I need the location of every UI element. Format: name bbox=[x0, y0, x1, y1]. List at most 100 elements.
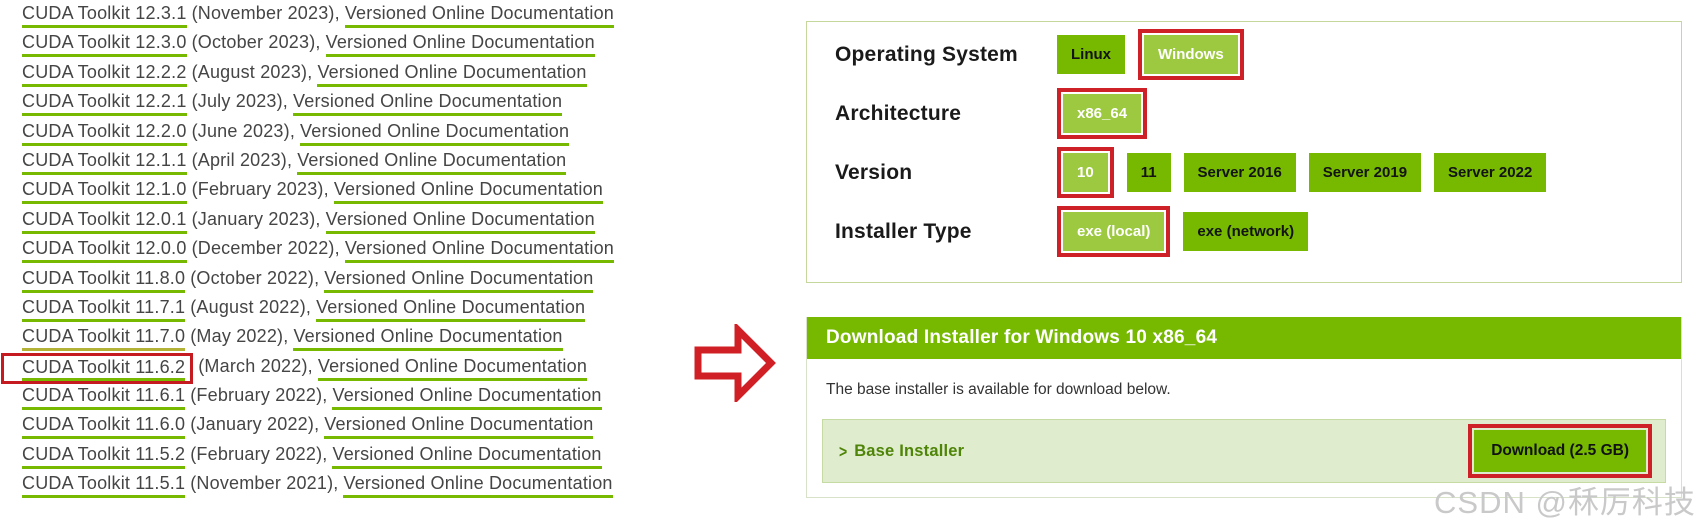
cuda-toolkit-link-cuda-toolkit-11-5-1[interactable]: CUDA Toolkit 11.5.1 bbox=[22, 473, 186, 499]
option-server-2019[interactable]: Server 2019 bbox=[1308, 153, 1422, 192]
selector-label: Architecture bbox=[835, 101, 962, 125]
cuda-toolkit-link-cuda-toolkit-11-7-0[interactable]: CUDA Toolkit 11.7.0 bbox=[22, 326, 186, 352]
list-item: CUDA Toolkit 11.5.2(February 2022),Versi… bbox=[22, 444, 614, 473]
cuda-toolkit-link-cuda-toolkit-12-3-0[interactable]: CUDA Toolkit 12.3.0 bbox=[22, 32, 187, 58]
option-exe-local[interactable]: exe (local) bbox=[1063, 212, 1165, 251]
option-x86-64[interactable]: x86_64 bbox=[1063, 94, 1142, 133]
release-date: (March 2022), bbox=[198, 355, 313, 376]
base-installer-accordion[interactable]: > Base Installer Download (2.5 GB) bbox=[822, 419, 1666, 483]
option-windows[interactable]: Windows bbox=[1144, 35, 1238, 74]
versioned-docs-link[interactable]: Versioned Online Documentation bbox=[316, 297, 586, 322]
versioned-docs-link[interactable]: Versioned Online Documentation bbox=[293, 91, 563, 117]
red-arrow-icon bbox=[694, 324, 776, 402]
cuda-toolkit-link-cuda-toolkit-11-7-1[interactable]: CUDA Toolkit 11.7.1 bbox=[22, 297, 186, 322]
selector-options: exe (local) exe (network) bbox=[1057, 206, 1309, 257]
release-date: (July 2023), bbox=[191, 91, 289, 112]
release-date: (February 2023), bbox=[191, 179, 329, 200]
release-date: (November 2021), bbox=[190, 473, 339, 494]
list-item: CUDA Toolkit 11.7.1(August 2022),Version… bbox=[22, 297, 614, 326]
cuda-toolkit-link-cuda-toolkit-12-2-2[interactable]: CUDA Toolkit 12.2.2 bbox=[22, 62, 187, 87]
versioned-docs-link[interactable]: Versioned Online Documentation bbox=[317, 62, 587, 87]
option-server-2016[interactable]: Server 2016 bbox=[1183, 153, 1296, 192]
cuda-toolkit-link-cuda-toolkit-12-3-1[interactable]: CUDA Toolkit 12.3.1 bbox=[22, 3, 187, 28]
versioned-docs-link[interactable]: Versioned Online Documentation bbox=[325, 209, 595, 234]
release-date: (February 2022), bbox=[190, 385, 328, 406]
list-item: CUDA Toolkit 12.3.1(November 2023),Versi… bbox=[22, 3, 614, 32]
selector-label: Operating System bbox=[835, 42, 1018, 66]
versioned-docs-link[interactable]: Versioned Online Documentation bbox=[300, 121, 570, 146]
list-item: CUDA Toolkit 11.6.0(January 2022),Versio… bbox=[22, 414, 614, 443]
highlight-box: Download (2.5 GB) bbox=[1468, 424, 1652, 478]
versioned-docs-link[interactable]: Versioned Online Documentation bbox=[297, 150, 567, 175]
base-installer-row[interactable]: > Base Installer bbox=[839, 441, 965, 461]
cuda-toolkit-link-cuda-toolkit-11-6-1[interactable]: CUDA Toolkit 11.6.1 bbox=[22, 385, 186, 411]
selector-label: Installer Type bbox=[835, 219, 972, 243]
cuda-toolkit-link-cuda-toolkit-12-1-1[interactable]: CUDA Toolkit 12.1.1 bbox=[22, 150, 187, 175]
download-button[interactable]: Download (2.5 GB) bbox=[1474, 430, 1646, 472]
versioned-docs-link[interactable]: Versioned Online Documentation bbox=[332, 385, 602, 411]
option-server-2022[interactable]: Server 2022 bbox=[1434, 153, 1547, 192]
versioned-docs-link[interactable]: Versioned Online Documentation bbox=[293, 326, 563, 352]
cuda-toolkit-link-cuda-toolkit-12-0-1[interactable]: CUDA Toolkit 12.0.1 bbox=[22, 209, 187, 234]
list-item: CUDA Toolkit 11.5.1(November 2021),Versi… bbox=[22, 473, 614, 502]
selector-options: Linux Windows bbox=[1057, 29, 1244, 80]
cuda-toolkit-link-cuda-toolkit-11-6-0[interactable]: CUDA Toolkit 11.6.0 bbox=[22, 414, 186, 440]
release-date: (October 2023), bbox=[191, 32, 321, 53]
cuda-toolkit-link-cuda-toolkit-11-5-2[interactable]: CUDA Toolkit 11.5.2 bbox=[22, 444, 186, 469]
list-item: CUDA Toolkit 12.3.0(October 2023),Versio… bbox=[22, 32, 614, 61]
selector-row-operating-system: Operating System Linux Windows bbox=[807, 25, 1681, 84]
release-date: (May 2022), bbox=[190, 326, 289, 347]
cuda-toolkit-link-cuda-toolkit-11-6-2[interactable]: CUDA Toolkit 11.6.2 bbox=[22, 356, 186, 381]
cuda-toolkit-link-cuda-toolkit-12-0-0[interactable]: CUDA Toolkit 12.0.0 bbox=[22, 238, 187, 264]
release-date: (June 2023), bbox=[191, 120, 296, 141]
cuda-toolkit-link-cuda-toolkit-12-1-0[interactable]: CUDA Toolkit 12.1.0 bbox=[22, 179, 187, 205]
cuda-toolkit-link-cuda-toolkit-11-8-0[interactable]: CUDA Toolkit 11.8.0 bbox=[22, 268, 186, 293]
option-linux[interactable]: Linux bbox=[1057, 35, 1125, 74]
cuda-toolkit-link-cuda-toolkit-12-2-1[interactable]: CUDA Toolkit 12.2.1 bbox=[22, 91, 187, 117]
versioned-docs-link[interactable]: Versioned Online Documentation bbox=[325, 32, 595, 58]
versioned-docs-link[interactable]: Versioned Online Documentation bbox=[324, 414, 594, 440]
release-date: (October 2022), bbox=[190, 267, 320, 288]
selector-options: 10 11 Server 2016 Server 2019 Server 2022 bbox=[1057, 147, 1547, 198]
versioned-docs-link[interactable]: Versioned Online Documentation bbox=[344, 238, 614, 264]
release-date: (February 2022), bbox=[190, 443, 328, 464]
selector-options: x86_64 bbox=[1057, 88, 1148, 139]
list-item: CUDA Toolkit 11.8.0(October 2022),Versio… bbox=[22, 268, 614, 297]
versioned-docs-link[interactable]: Versioned Online Documentation bbox=[343, 473, 613, 499]
base-installer-label: Base Installer bbox=[854, 441, 965, 460]
download-installer-panel: Download Installer for Windows 10 x86_64… bbox=[806, 317, 1682, 498]
list-item: CUDA Toolkit 12.2.0(June 2023),Versioned… bbox=[22, 121, 614, 150]
list-item: CUDA Toolkit 12.0.0(December 2022),Versi… bbox=[22, 238, 614, 267]
list-item: CUDA Toolkit 12.2.1(July 2023),Versioned… bbox=[22, 91, 614, 120]
download-panel-header: Download Installer for Windows 10 x86_64 bbox=[807, 317, 1681, 359]
option-exe-network[interactable]: exe (network) bbox=[1183, 212, 1309, 251]
option-10[interactable]: 10 bbox=[1063, 153, 1108, 192]
watermark: CSDN @秝厉科技 bbox=[1434, 485, 1696, 520]
selector-row-architecture: Architecture x86_64 bbox=[807, 84, 1681, 143]
release-date: (November 2023), bbox=[191, 3, 340, 23]
cuda-toolkit-link-cuda-toolkit-12-2-0[interactable]: CUDA Toolkit 12.2.0 bbox=[22, 121, 187, 146]
option-11[interactable]: 11 bbox=[1126, 153, 1171, 192]
selector-row-installer-type: Installer Type exe (local) exe (network) bbox=[807, 202, 1681, 261]
highlight-box: x86_64 bbox=[1057, 88, 1148, 139]
versioned-docs-link[interactable]: Versioned Online Documentation bbox=[317, 356, 588, 381]
cuda-version-list: CUDA Toolkit 12.3.1(November 2023),Versi… bbox=[1, 3, 614, 503]
highlight-box: exe (local) bbox=[1057, 206, 1171, 257]
versioned-docs-link[interactable]: Versioned Online Documentation bbox=[344, 3, 614, 28]
highlight-box: Windows bbox=[1138, 29, 1244, 80]
list-item: CUDA Toolkit 11.7.0(May 2022),Versioned … bbox=[22, 326, 614, 355]
release-date: (August 2023), bbox=[191, 61, 313, 82]
release-date: (August 2022), bbox=[190, 296, 312, 317]
versioned-docs-link[interactable]: Versioned Online Documentation bbox=[333, 179, 603, 205]
versioned-docs-link[interactable]: Versioned Online Documentation bbox=[332, 444, 602, 469]
selector-label: Version bbox=[835, 160, 913, 184]
highlight-box: 10 bbox=[1057, 147, 1114, 198]
list-item: CUDA Toolkit 12.0.1(January 2023),Versio… bbox=[22, 209, 614, 238]
list-item: CUDA Toolkit 12.1.0(February 2023),Versi… bbox=[22, 179, 614, 208]
highlight-box: CUDA Toolkit 11.6.2 bbox=[1, 352, 194, 384]
versioned-docs-link[interactable]: Versioned Online Documentation bbox=[324, 268, 594, 293]
list-item: CUDA Toolkit 12.2.2(August 2023),Version… bbox=[22, 62, 614, 91]
list-item: CUDA Toolkit 11.6.2 (March 2022),Versione… bbox=[1, 352, 614, 385]
